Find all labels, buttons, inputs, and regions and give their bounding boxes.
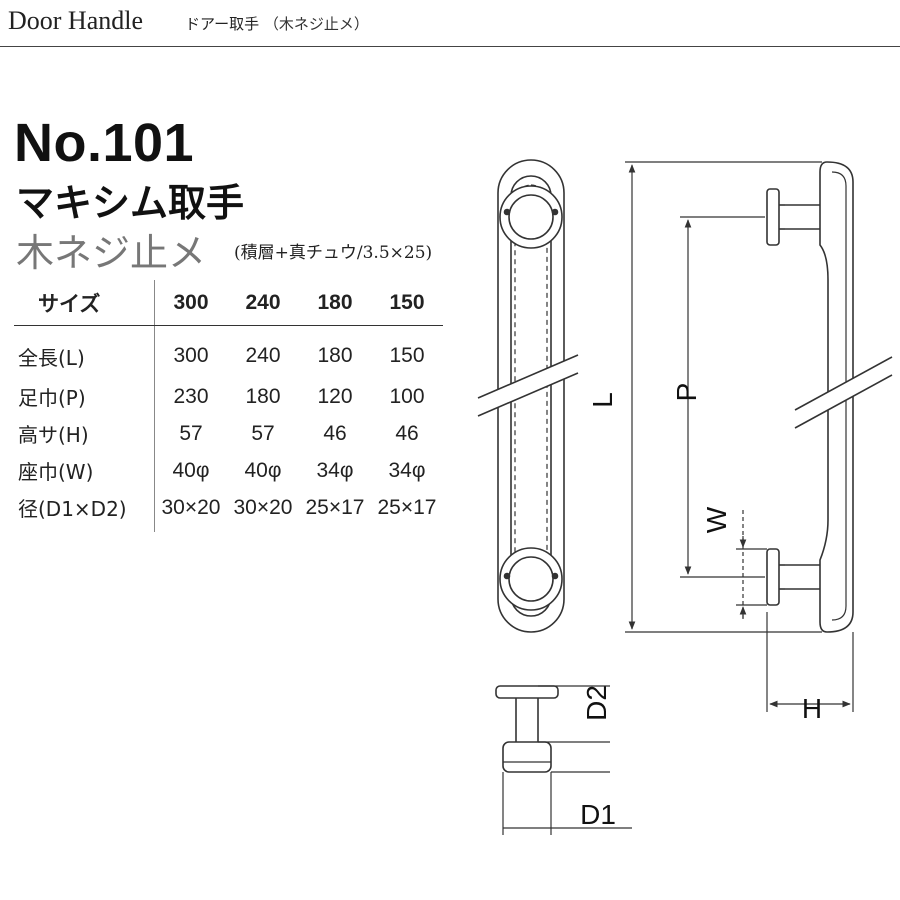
header-divider: [0, 46, 900, 47]
front-break-line-top: [477, 354, 579, 399]
table-cell: 120: [317, 384, 353, 408]
row-label: 高サ(H): [14, 415, 155, 452]
label-D2: D2: [581, 685, 612, 721]
table-cell: 30×20: [161, 495, 221, 519]
table-cell: 40φ: [172, 458, 210, 482]
table-cell: 34φ: [388, 458, 426, 482]
size-180: 180: [299, 280, 371, 326]
bottom-screw-right: [551, 572, 559, 580]
table-cell: 30×20: [233, 495, 293, 519]
size-label: サイズ: [14, 280, 155, 326]
detail-foot: [502, 741, 552, 773]
bottom-base-inner: [508, 556, 554, 602]
row-label: 全長(L): [14, 325, 155, 378]
mount-type: 木ネジ止メ: [16, 231, 207, 275]
top-screw-left: [503, 208, 511, 216]
table-cell: 34φ: [316, 458, 354, 482]
table-cell: 240: [245, 344, 281, 367]
table-cell: 180: [317, 344, 353, 367]
side-view: [766, 161, 893, 633]
front-view: [477, 159, 579, 633]
detail-dimensions: [502, 685, 632, 835]
table-cell: 46: [395, 421, 419, 445]
table-cell: 150: [389, 344, 425, 367]
size-240: 240: [227, 280, 299, 326]
catalog-title: Door Handle: [8, 6, 144, 35]
label-D1: D1: [580, 799, 616, 830]
side-break-line-top: [794, 356, 893, 411]
bottom-screw-left: [503, 572, 511, 580]
table-cell: 180: [245, 384, 281, 408]
table-row: 全長(L) 300 240 180 150: [14, 325, 443, 378]
label-W: W: [701, 506, 732, 533]
table-cell: 300: [173, 344, 209, 367]
table-cell: 57: [179, 421, 203, 445]
size-150: 150: [371, 280, 443, 326]
table-row: 足巾(P) 230 180 120 100: [14, 378, 443, 415]
row-label: 座巾(W): [14, 452, 155, 489]
catalog-subtitle: ドアー取手 （木ネジ止メ）: [185, 13, 369, 34]
top-screw-right: [551, 208, 559, 216]
table-cell: 46: [323, 421, 347, 445]
screw-note: (積層+真チュウ/3.5×25): [234, 243, 433, 263]
table-cell: 25×17: [305, 495, 365, 519]
table-cell: 25×17: [377, 495, 437, 519]
catalog-subtitle-jp: ドアー取手: [185, 15, 260, 33]
table-cell: 57: [251, 421, 275, 445]
row-label: 径(D1×D2): [14, 489, 155, 532]
table-row: 径(D1×D2) 30×20 30×20 25×17 25×17: [14, 489, 443, 532]
table-cell: 100: [389, 384, 425, 408]
top-base-inner: [508, 194, 554, 240]
label-P: P: [671, 383, 702, 402]
table-row: 高サ(H) 57 57 46 46: [14, 415, 443, 452]
front-break-line-bottom: [477, 372, 579, 417]
model-number: No.101: [14, 113, 195, 173]
spec-table: サイズ 300 240 180 150 全長(L) 300 240 180 15…: [14, 280, 443, 532]
table-cell: 230: [173, 384, 209, 408]
label-L: L: [587, 392, 618, 408]
product-name: マキシム取手: [16, 181, 245, 225]
top-flange: [766, 188, 780, 246]
dimensions: [625, 161, 854, 712]
label-H: H: [802, 693, 822, 724]
table-row: 座巾(W) 40φ 40φ 34φ 34φ: [14, 452, 443, 489]
side-break-line-bottom: [794, 374, 893, 429]
catalog-mount-paren: （木ネジ止メ）: [263, 15, 369, 33]
front-break-mask: [478, 355, 578, 416]
post-detail: [495, 685, 559, 773]
size-300: 300: [154, 280, 227, 326]
row-label: 足巾(P): [14, 378, 155, 415]
side-break-mask: [795, 357, 892, 428]
detail-flange: [495, 685, 559, 699]
bottom-flange: [766, 548, 780, 606]
table-cell: 40φ: [244, 458, 282, 482]
spec-header-row: サイズ 300 240 180 150: [14, 280, 443, 326]
